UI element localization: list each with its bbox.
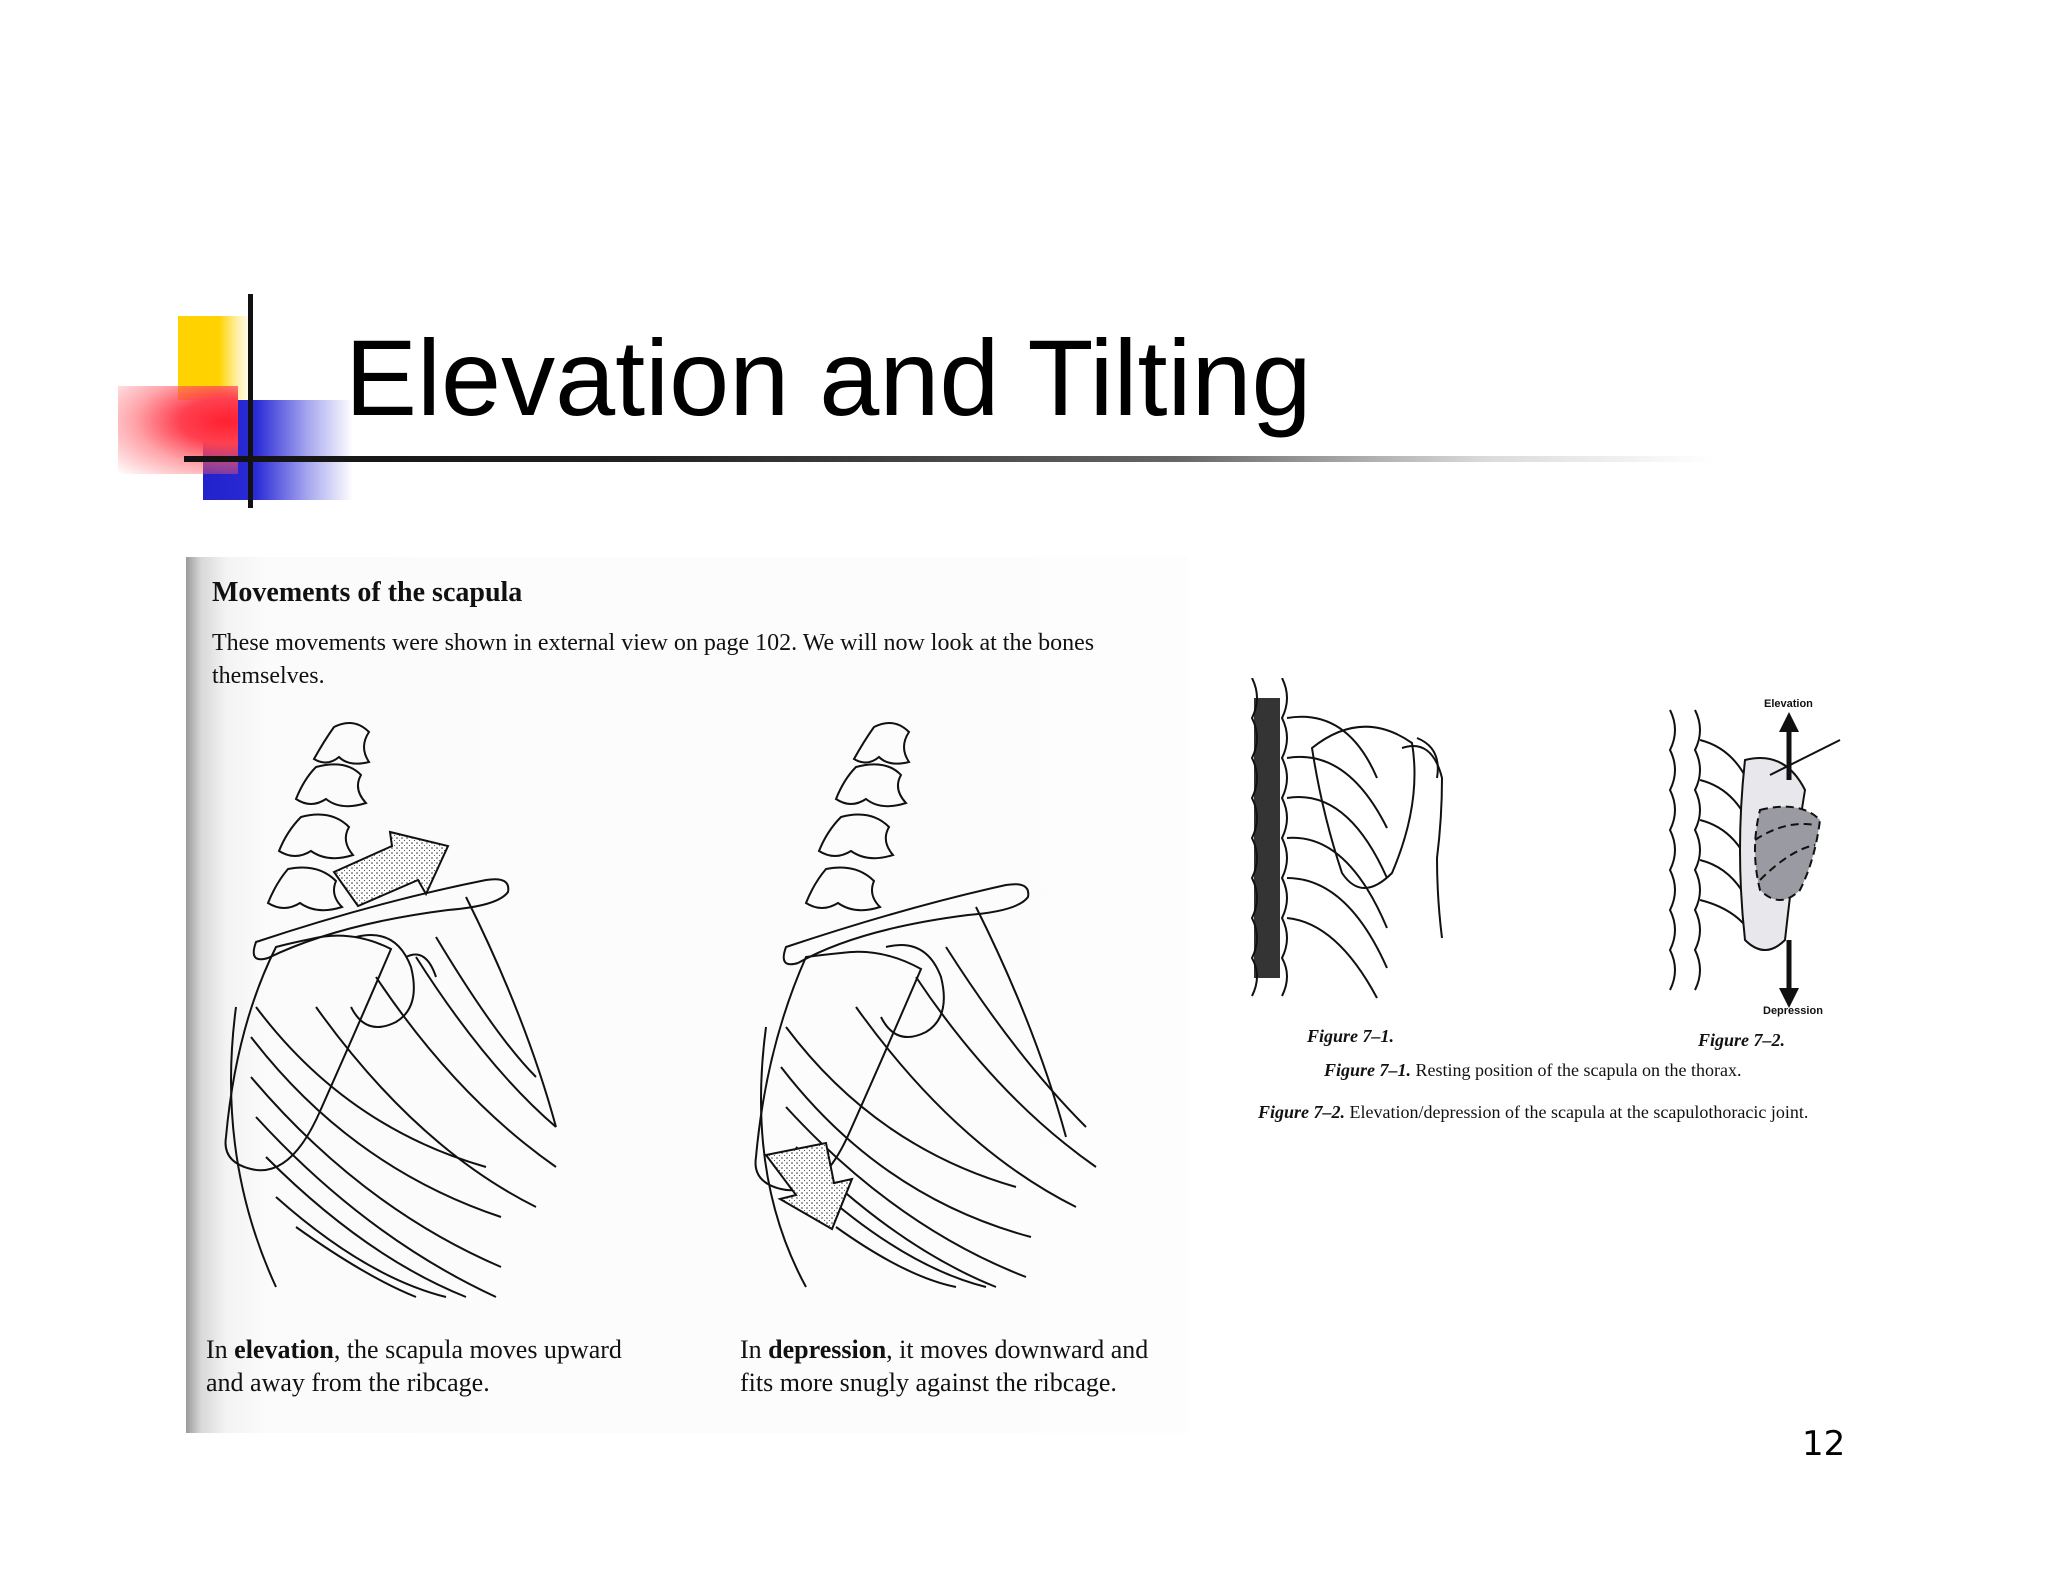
- elevation-term: elevation: [234, 1335, 334, 1364]
- scanned-book-page: Movements of the scapula These movements…: [186, 557, 1188, 1433]
- figure-7-1-label: Figure 7–1.: [1307, 1026, 1395, 1046]
- elevation-illustration: [224, 722, 557, 1298]
- depression-arrow-label: Depression: [1763, 1005, 1823, 1017]
- page-number: 12: [1802, 1424, 1846, 1464]
- figure-7-1-illustration: [1250, 678, 1444, 999]
- scan-intro-text: These movements were shown in external v…: [212, 630, 1095, 689]
- scan-heading: Movements of the scapula: [212, 577, 523, 608]
- depression-term: depression: [768, 1335, 887, 1364]
- title-decoration-vertical-line: [248, 294, 253, 508]
- slide-title: Elevation and Tilting: [345, 317, 1312, 438]
- figure-7-1-caption: Figure 7–1. Resting position of the scap…: [1324, 1060, 1742, 1080]
- figure-7-2-caption: Figure 7–2. Elevation/depression of the …: [1258, 1102, 1809, 1122]
- figure-7-2-illustration: [1668, 709, 1841, 1008]
- depression-caption: In depression, it moves downward and fit…: [740, 1335, 1149, 1397]
- figure-7-2-label: Figure 7–2.: [1698, 1030, 1786, 1050]
- depression-illustration: [754, 722, 1097, 1288]
- title-underline: [184, 456, 1714, 462]
- elevation-caption: In elevation, the scapula moves upward a…: [206, 1335, 622, 1397]
- elevation-arrow-label: Elevation: [1764, 698, 1813, 710]
